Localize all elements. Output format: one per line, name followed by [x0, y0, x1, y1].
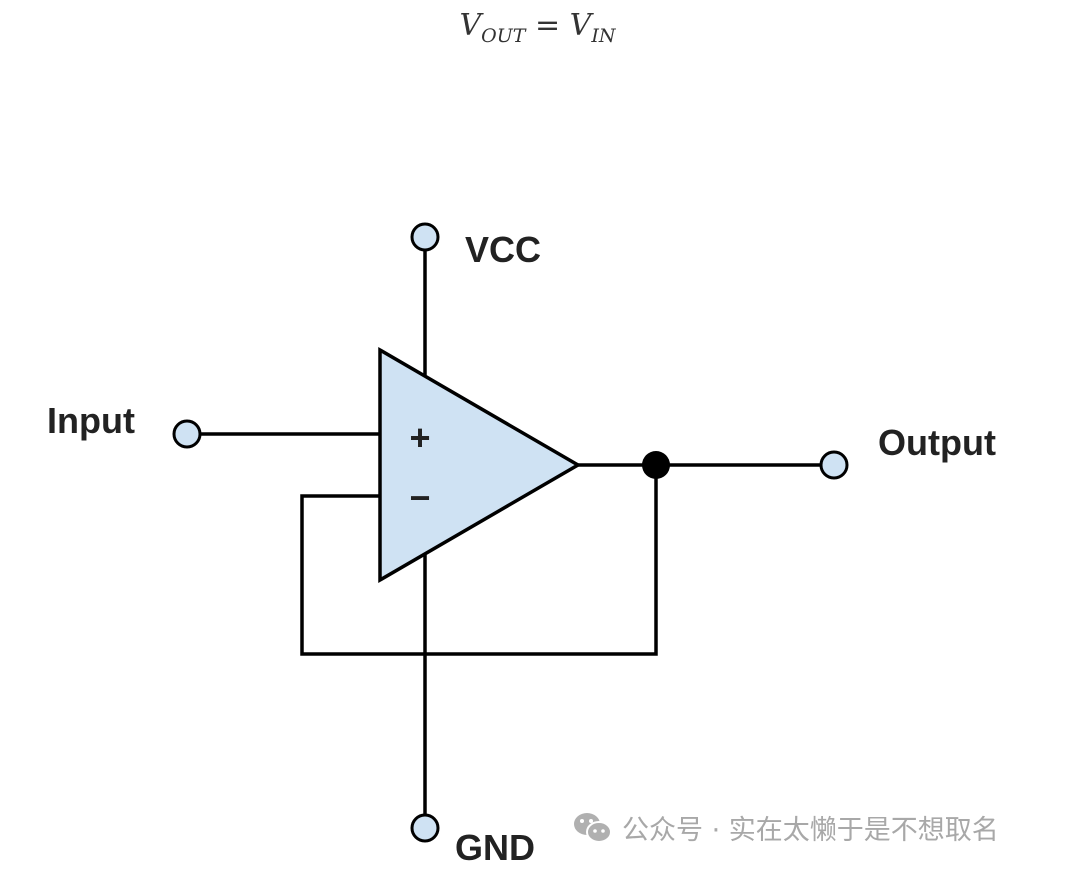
formula-lhs: V	[459, 8, 482, 43]
gnd-label: GND	[455, 827, 535, 868]
watermark: 公众号 · 实在太懒于是不想取名	[572, 808, 999, 847]
feedback-wire	[300, 465, 658, 656]
output-label: Output	[878, 422, 996, 463]
plus-sign: +	[409, 417, 430, 458]
formula-lhs-sub: OUT	[481, 25, 526, 47]
formula: VOUT = VIN	[0, 8, 1075, 47]
op-amp-triangle	[378, 346, 582, 584]
input-terminal	[172, 419, 202, 449]
formula-rhs: V	[569, 8, 592, 43]
junction-dot	[642, 451, 670, 479]
vcc-label: VCC	[465, 229, 541, 270]
minus-sign: −	[409, 477, 430, 518]
formula-op: =	[534, 8, 561, 43]
vcc-terminal	[410, 222, 440, 252]
gnd-terminal	[410, 813, 440, 843]
watermark-text: 公众号 · 实在太懒于是不想取名	[622, 815, 999, 846]
output-terminal	[819, 450, 849, 480]
formula-rhs-sub: IN	[591, 25, 616, 47]
input-label: Input	[47, 400, 135, 441]
wechat-icon	[574, 812, 612, 843]
